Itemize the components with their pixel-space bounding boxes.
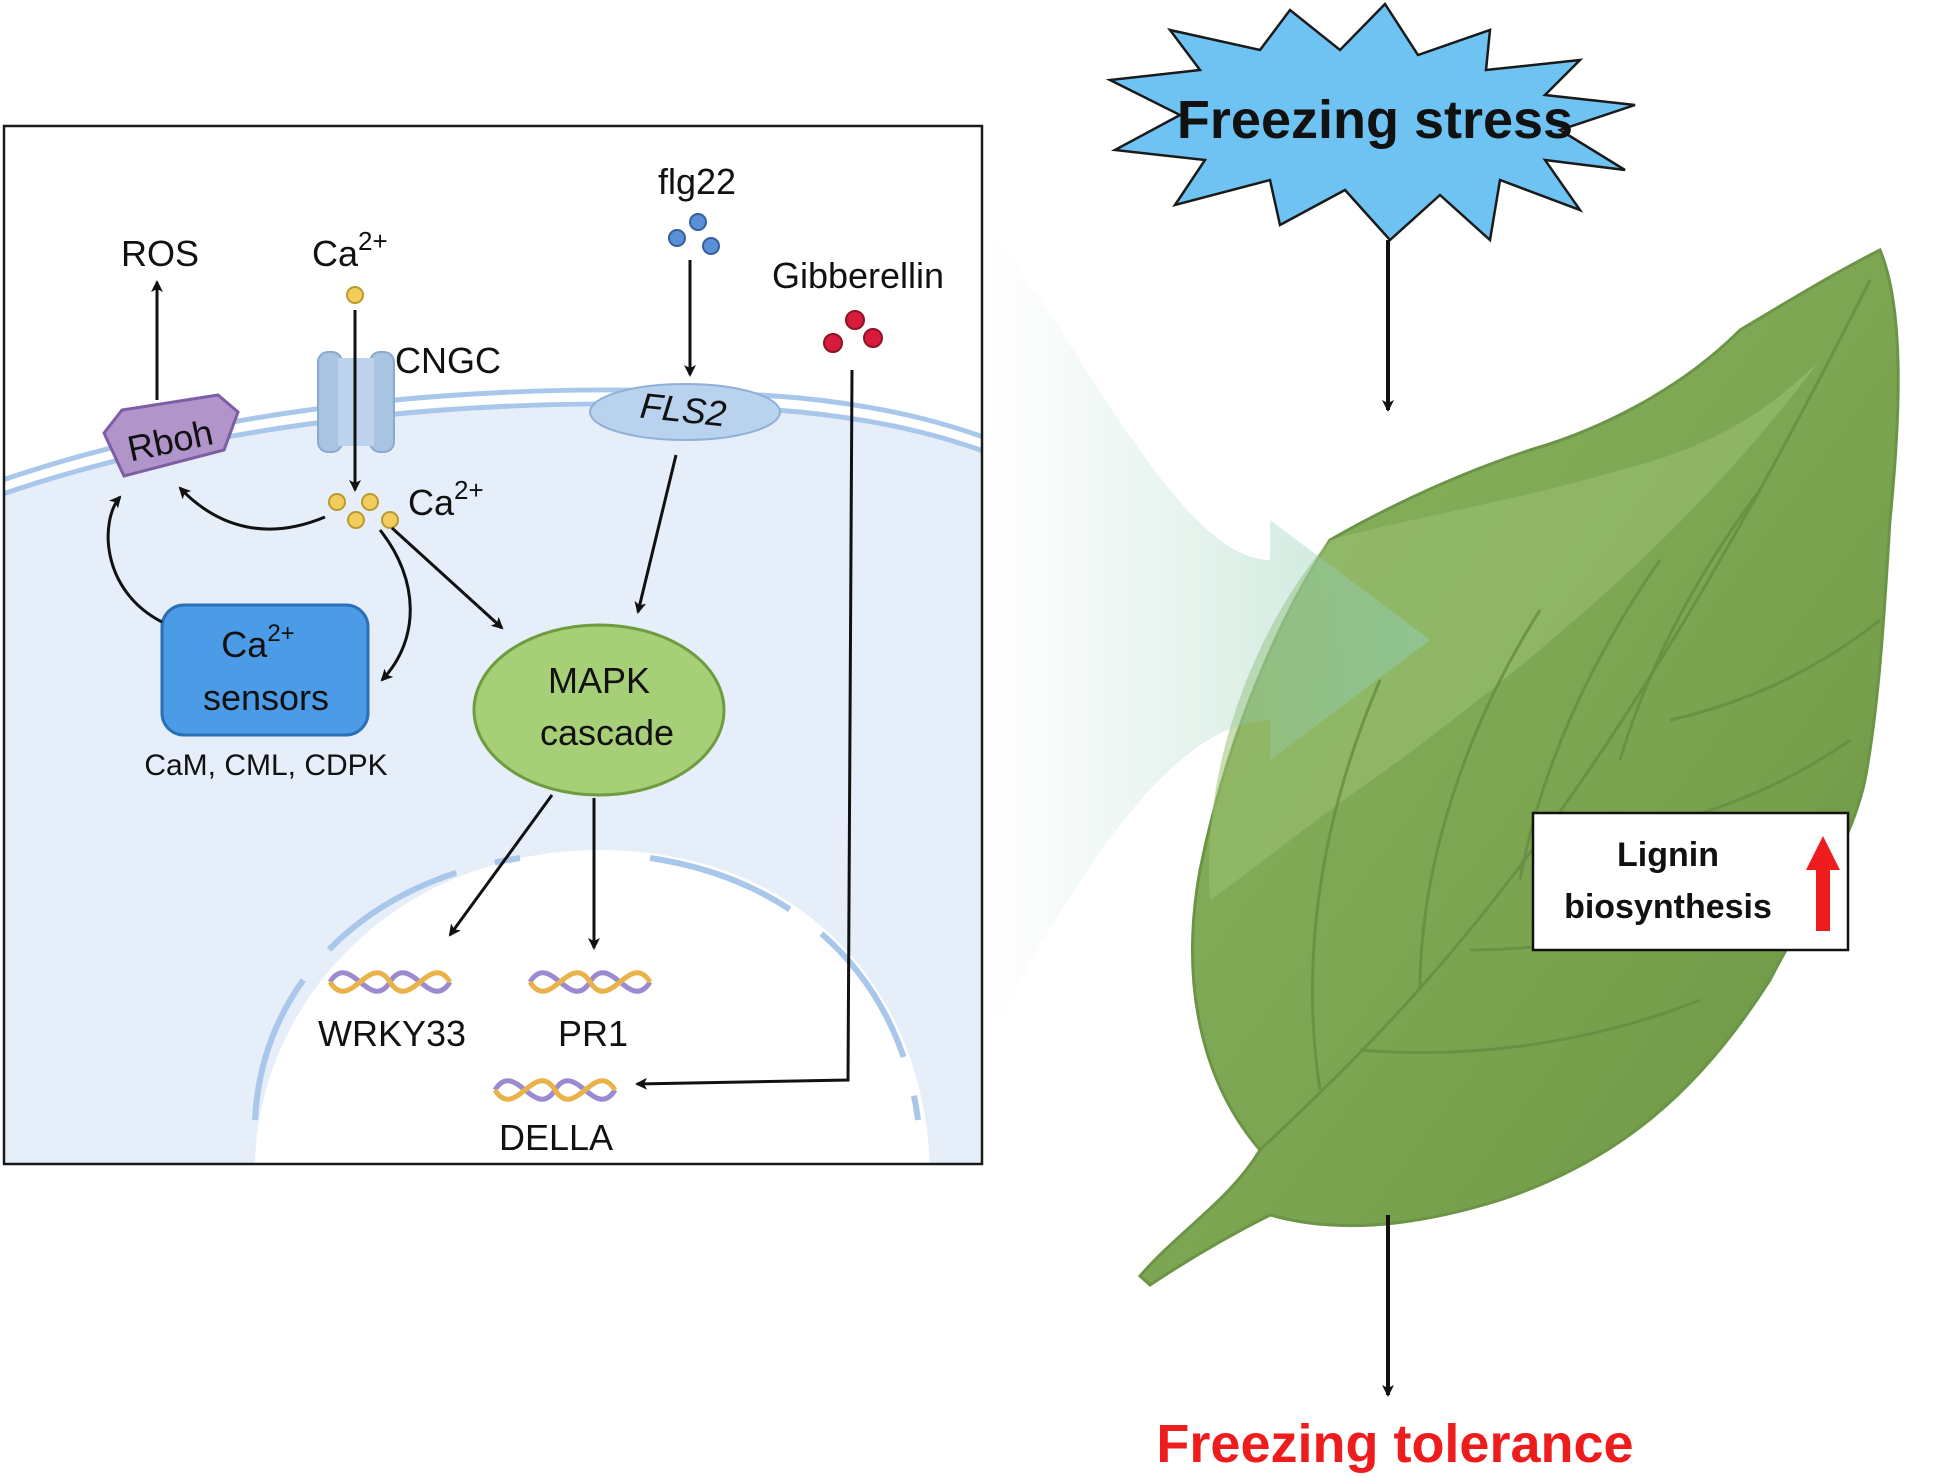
- zoom-beam: [990, 230, 1430, 1040]
- leaf-blade: [1137, 247, 1900, 1287]
- arrow-ca-sensors: [378, 529, 412, 682]
- sensors-label-line1: Ca2+: [221, 620, 294, 665]
- freezing-stress-burst: Freezing stress: [1105, 2, 1636, 243]
- mapk-cascade: MAPK cascade: [472, 623, 726, 797]
- ca-sensors-box: Ca2+ sensors: [160, 603, 370, 737]
- arrow-gibberellin-della: [635, 369, 854, 1090]
- nucleus: [255, 850, 930, 1164]
- pathway-arrows: [106, 260, 854, 1090]
- freezing-stress-label: Freezing stress: [1177, 90, 1573, 150]
- mapk-label-line2: cascade: [540, 712, 674, 753]
- ros-label: ROS: [121, 233, 199, 274]
- gibberellin-label: Gibberellin: [772, 255, 944, 296]
- fls2-receptor: FLS2: [589, 383, 781, 441]
- ca-ion-cluster: [328, 493, 399, 529]
- leaf-illustration: [1137, 247, 1900, 1287]
- gene-della-label: DELLA: [499, 1117, 613, 1158]
- dna-pr1-icon: [527, 970, 653, 994]
- arrow-ca-mapk: [390, 526, 504, 630]
- ca-ion: [346, 286, 364, 304]
- arrow-mapk-wrky33: [448, 794, 554, 937]
- arrow-fls2-mapk: [634, 454, 678, 614]
- dna-wrky33-icon: [327, 970, 453, 994]
- lignin-label-line2: biosynthesis: [1564, 888, 1772, 926]
- cngc-label: CNGC: [395, 340, 501, 381]
- increase-arrow-icon: [1806, 836, 1840, 931]
- flg22-dots: [668, 213, 720, 255]
- freezing-tolerance-label: Freezing tolerance: [1156, 1414, 1633, 1474]
- lignin-biosynthesis-box: Lignin biosynthesis: [1531, 811, 1850, 952]
- ca-top-label: Ca2+: [312, 226, 388, 274]
- sensors-label-line2: sensors: [203, 677, 329, 718]
- fls2-label: FLS2: [638, 385, 728, 435]
- mapk-label-line1: MAPK: [548, 660, 650, 701]
- dna-della-icon: [492, 1078, 618, 1102]
- flg22-label: flg22: [658, 161, 736, 202]
- gene-wrky33-label: WRKY33: [318, 1013, 466, 1054]
- arrow-ca-rboh: [178, 486, 326, 531]
- sensor-list-label: CaM, CML, CDPK: [144, 749, 387, 782]
- gene-pr1-label: PR1: [558, 1013, 628, 1054]
- lignin-label-line1: Lignin: [1617, 836, 1719, 874]
- gibberellin-dots: [823, 310, 883, 353]
- leaf-highlight: [1208, 360, 1820, 900]
- ca-mid-label: Ca2+: [408, 475, 484, 523]
- arrow-sensors-rboh: [106, 495, 163, 624]
